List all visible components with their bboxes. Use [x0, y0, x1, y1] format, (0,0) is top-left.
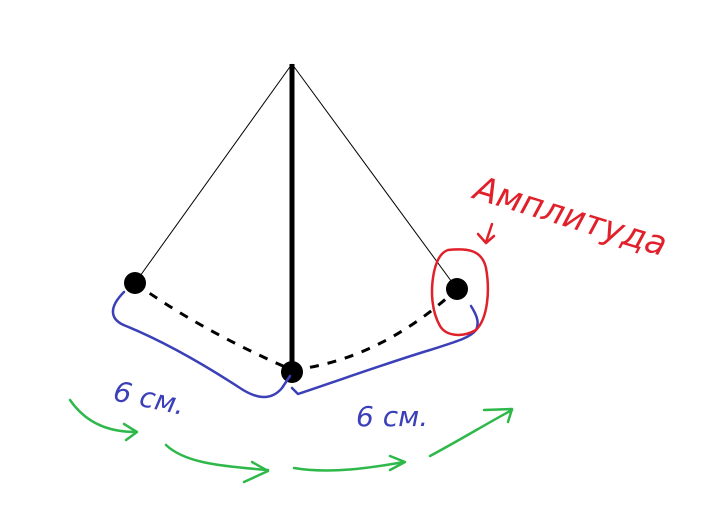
thread-right	[291, 63, 458, 290]
motion-arrow-4-head	[482, 407, 514, 424]
arrow-down-icon	[476, 222, 496, 245]
arrow-right-icon	[68, 398, 514, 484]
motion-arrow-2	[164, 443, 270, 472]
motion-arrow-1-head	[122, 422, 139, 442]
amplitude-label: Амплитуда	[467, 168, 671, 265]
left-distance-label: 6 см.	[111, 375, 188, 422]
motion-arrow-1	[68, 398, 138, 434]
thread-left	[134, 63, 293, 284]
motion-arrow-4	[428, 408, 514, 458]
bob-center	[281, 361, 303, 383]
motion-arrow-3	[292, 460, 406, 472]
motion-arrow-2-head	[242, 460, 270, 484]
measure-brace-left	[111, 290, 292, 399]
motion-arrow-3-head	[388, 454, 407, 472]
amplitude-highlight	[430, 248, 490, 337]
bob-right	[446, 278, 468, 300]
measure-brace-right	[290, 304, 479, 396]
bob-left	[124, 272, 146, 294]
right-distance-label: 6 см.	[356, 400, 428, 433]
